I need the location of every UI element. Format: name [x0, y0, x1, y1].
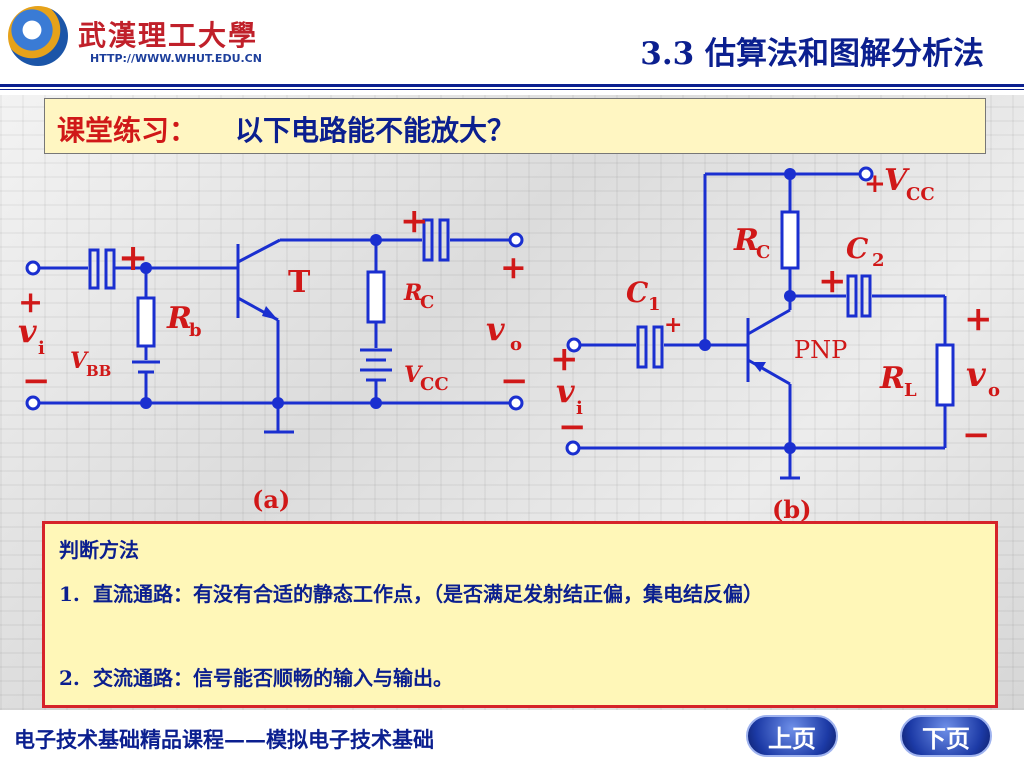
circuit-b-caption: (b)	[772, 495, 812, 524]
method-item-2: 2. 交流通路：信号能否顺畅的输入与输出。	[59, 662, 453, 694]
vo-b-minus-label: −	[962, 415, 991, 455]
vi-b-main-label: v	[556, 372, 575, 410]
c2-plus-label: +	[818, 261, 847, 301]
exercise-box: 课堂练习： 以下电路能不能放大？	[44, 98, 986, 154]
exercise-question: 以下电路能不能放大？	[235, 114, 516, 147]
rb-main-label: R	[166, 301, 192, 336]
method-item-1: 1. 直流通路：有没有合适的静态工作点，（是否满足发射结正偏，集电结反偏）	[59, 578, 979, 610]
vo-b-sub-label: o	[988, 380, 1000, 401]
cap-in-plus-label: +	[118, 237, 148, 279]
vo-b-plus-label: +	[964, 299, 993, 339]
rl-sub-label: L	[904, 380, 917, 401]
pnp-label: PNP	[794, 336, 847, 364]
emitter-arrow-a-icon	[262, 306, 278, 320]
method-box: 判断方法 1. 直流通路：有没有合适的静态工作点，（是否满足发射结正偏，集电结反偏…	[42, 521, 998, 708]
course-footer: 电子技术基础精品课程——模拟电子技术基础	[14, 727, 434, 752]
method-item-2-number: 2.	[59, 666, 80, 690]
method-title: 判断方法	[59, 538, 139, 562]
vi-sub-label: i	[38, 338, 45, 359]
slide-header: 武漢理工大學 HTTP://WWW.WHUT.EDU.CN 3.3 估算法和图解…	[0, 0, 1024, 90]
c2-main-label: C	[846, 232, 869, 265]
rc-b-main-label: R	[733, 223, 759, 258]
transistor-label: T	[288, 265, 311, 300]
c2-sub-label: 2	[872, 250, 885, 271]
rb-sub-label: b	[189, 320, 202, 341]
vbb-sub-label: BB	[86, 362, 111, 380]
university-name: 武漢理工大學	[78, 19, 259, 52]
circuit-a-labels: + + v i − R b V BB T R C V CC + + v o − …	[18, 201, 529, 514]
circuit-a-terminals	[25, 232, 524, 411]
circuit-b-terminals	[565, 166, 874, 456]
vcc-sub-label: CC	[420, 374, 449, 395]
rc-sub-label: C	[420, 292, 434, 313]
vcc-b-main-label: V	[884, 163, 910, 198]
header-divider	[0, 84, 1024, 87]
method-item-1-number: 1.	[59, 582, 80, 606]
emitter-arrow-b-icon	[752, 362, 766, 372]
circuit-b-nodes	[699, 168, 796, 454]
method-item-2-text: 交流通路：信号能否顺畅的输入与输出。	[93, 666, 453, 690]
vi-b-minus-label: −	[558, 407, 587, 447]
exercise-label: 课堂练习：	[57, 114, 198, 147]
vi-minus-label: −	[22, 361, 51, 401]
vi-b-sub-label: i	[576, 398, 583, 419]
vo-b-main-label: v	[966, 355, 987, 395]
vo-sub-label: o	[510, 334, 522, 355]
vo-main-label: v	[486, 310, 505, 348]
rc-b-sub-label: C	[756, 242, 770, 263]
header-divider-thin	[0, 89, 1024, 90]
rc-main-label: R	[403, 280, 422, 306]
c1-main-label: C	[626, 276, 649, 309]
next-page-button[interactable]: 下页	[900, 715, 992, 757]
vbb-main-label: V	[70, 348, 89, 374]
previous-page-button[interactable]: 上页	[746, 715, 838, 757]
circuit-a-nodes	[140, 234, 382, 409]
vo-minus-label: −	[500, 361, 529, 401]
vi-main-label: v	[18, 312, 37, 350]
university-url: HTTP://WWW.WHUT.EDU.CN	[90, 52, 262, 65]
circuit-b-wires	[578, 172, 955, 480]
cap-out-plus-label: +	[400, 201, 429, 241]
vcc-main-label: V	[404, 362, 423, 388]
vo-plus-label: +	[500, 248, 527, 286]
university-logo-icon	[8, 6, 68, 66]
circuit-a-caption: (a)	[252, 485, 290, 514]
rl-main-label: R	[879, 361, 905, 396]
method-item-1-text: 直流通路：有没有合适的静态工作点，（是否满足发射结正偏，集电结反偏）	[93, 582, 763, 606]
vcc-b-sub-label: CC	[906, 184, 935, 205]
c1-sub-label: 1	[648, 294, 661, 315]
section-title: 3.3 估算法和图解分析法	[640, 36, 984, 72]
vi-plus-label: +	[18, 285, 43, 320]
vcc-b-plus-label: +	[864, 169, 886, 199]
circuit-b-labels: + V CC R C C 2 + C 1 + PNP R L + v o − +…	[550, 163, 1000, 524]
c1-plus-label: +	[664, 312, 682, 338]
vi-b-plus-label: +	[550, 339, 579, 379]
